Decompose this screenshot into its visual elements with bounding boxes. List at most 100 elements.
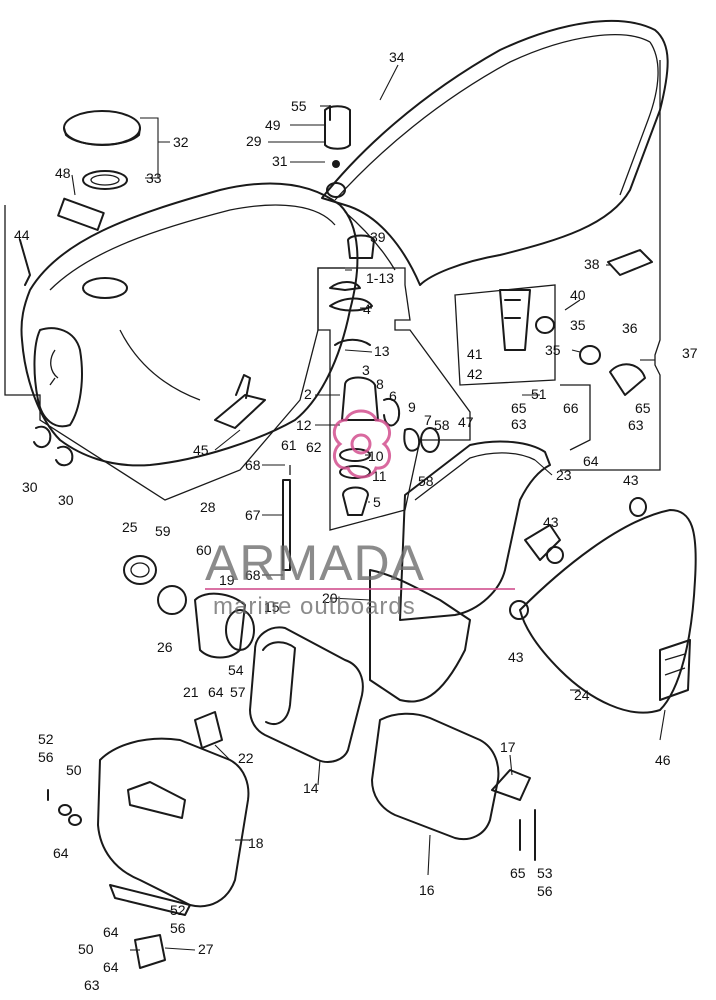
armada-logo-icon (332, 409, 392, 479)
label-30a: 30 (22, 479, 38, 495)
label-29: 29 (246, 133, 262, 149)
label-18: 18 (248, 835, 264, 851)
label-15: 15 (264, 599, 280, 615)
label-28: 28 (200, 499, 216, 515)
leader-lines (71, 64, 666, 951)
label-32: 32 (173, 134, 189, 150)
label-35a: 35 (570, 317, 586, 333)
frame-bracket-drawing (369, 440, 561, 703)
label-14: 14 (303, 780, 319, 796)
label-64e: 64 (103, 959, 119, 975)
label-59: 59 (155, 523, 171, 539)
label-68b: 68 (245, 567, 261, 583)
intake-clamps-drawing (123, 555, 255, 659)
label-63b: 63 (628, 417, 644, 433)
label-58b: 58 (418, 473, 434, 489)
label-51: 51 (531, 386, 547, 402)
label-36: 36 (622, 320, 638, 336)
label-9: 9 (408, 399, 416, 415)
label-16: 16 (419, 882, 435, 898)
label-47: 47 (458, 414, 474, 430)
label-53: 53 (537, 865, 553, 881)
label-19: 19 (219, 572, 235, 588)
label-65b: 65 (635, 400, 651, 416)
label-56b: 56 (537, 883, 553, 899)
label-50a: 50 (66, 762, 82, 778)
label-27: 27 (198, 941, 214, 957)
label-49: 49 (265, 117, 281, 133)
label-64b: 64 (208, 684, 224, 700)
label-68a: 68 (245, 457, 261, 473)
label-48: 48 (55, 165, 71, 181)
label-43c: 43 (508, 649, 524, 665)
label-56a: 56 (38, 749, 54, 765)
seat-drawing (321, 20, 669, 286)
filler-cap-drawing (63, 110, 170, 190)
label-20: 20 (322, 590, 338, 606)
label-60: 60 (196, 542, 212, 558)
label-61: 61 (281, 437, 297, 453)
label-64c: 64 (53, 845, 69, 861)
label-10: 10 (368, 448, 384, 464)
label-46: 46 (655, 752, 671, 768)
label-65a: 65 (511, 400, 527, 416)
label-5: 5 (373, 494, 381, 510)
label-45: 45 (193, 442, 209, 458)
label-50b: 50 (78, 941, 94, 957)
label-38: 38 (584, 256, 600, 272)
label-7: 7 (424, 412, 432, 428)
label-44: 44 (14, 227, 30, 243)
label-35b: 35 (545, 342, 561, 358)
label-40: 40 (570, 287, 586, 303)
label-43a: 43 (623, 472, 639, 488)
label-4: 4 (363, 301, 371, 317)
label-55: 55 (291, 98, 307, 114)
label-17: 17 (500, 739, 516, 755)
watermark-brand: ARMADA (205, 535, 425, 591)
label-25: 25 (122, 519, 138, 535)
air-cleaner-drawing (97, 626, 500, 916)
label-56c: 56 (170, 920, 186, 936)
label-34: 34 (389, 49, 405, 65)
label-67: 67 (245, 507, 261, 523)
small-hardware-drawing (33, 60, 661, 969)
label-13: 13 (374, 343, 390, 359)
label-39: 39 (370, 229, 386, 245)
label-6: 6 (389, 388, 397, 404)
label-33: 33 (146, 170, 162, 186)
label-63c: 63 (84, 977, 100, 993)
label-24: 24 (574, 687, 590, 703)
label-21: 21 (183, 684, 199, 700)
fuel-cock-drawing (282, 267, 471, 571)
label-30b: 30 (58, 492, 74, 508)
label-8: 8 (376, 376, 384, 392)
part-number-labels: 34 55 49 29 31 32 33 48 44 39 1-13 4 13 … (14, 49, 698, 993)
label-66: 66 (563, 400, 579, 416)
label-54: 54 (228, 662, 244, 678)
label-37: 37 (682, 345, 698, 361)
label-64a: 64 (583, 453, 599, 469)
label-57: 57 (230, 684, 246, 700)
label-52b: 52 (170, 902, 186, 918)
label-43b: 43 (543, 514, 559, 530)
label-58a: 58 (434, 417, 450, 433)
label-12: 12 (296, 417, 312, 433)
label-3: 3 (362, 362, 370, 378)
side-cover-drawing (509, 497, 697, 714)
label-2: 2 (304, 386, 312, 402)
label-22: 22 (238, 750, 254, 766)
label-41: 41 (467, 346, 483, 362)
label-23: 23 (556, 467, 572, 483)
label-62: 62 (306, 439, 322, 455)
label-31: 31 (272, 153, 288, 169)
label-1-13: 1-13 (366, 270, 394, 286)
armada-watermark: ARMADA marine outboards (205, 409, 515, 620)
watermark-tagline: marine outboards (213, 593, 416, 620)
label-63a: 63 (511, 416, 527, 432)
label-42: 42 (467, 366, 483, 382)
label-11: 11 (372, 468, 387, 484)
label-52a: 52 (38, 731, 54, 747)
label-64d: 64 (103, 924, 119, 940)
